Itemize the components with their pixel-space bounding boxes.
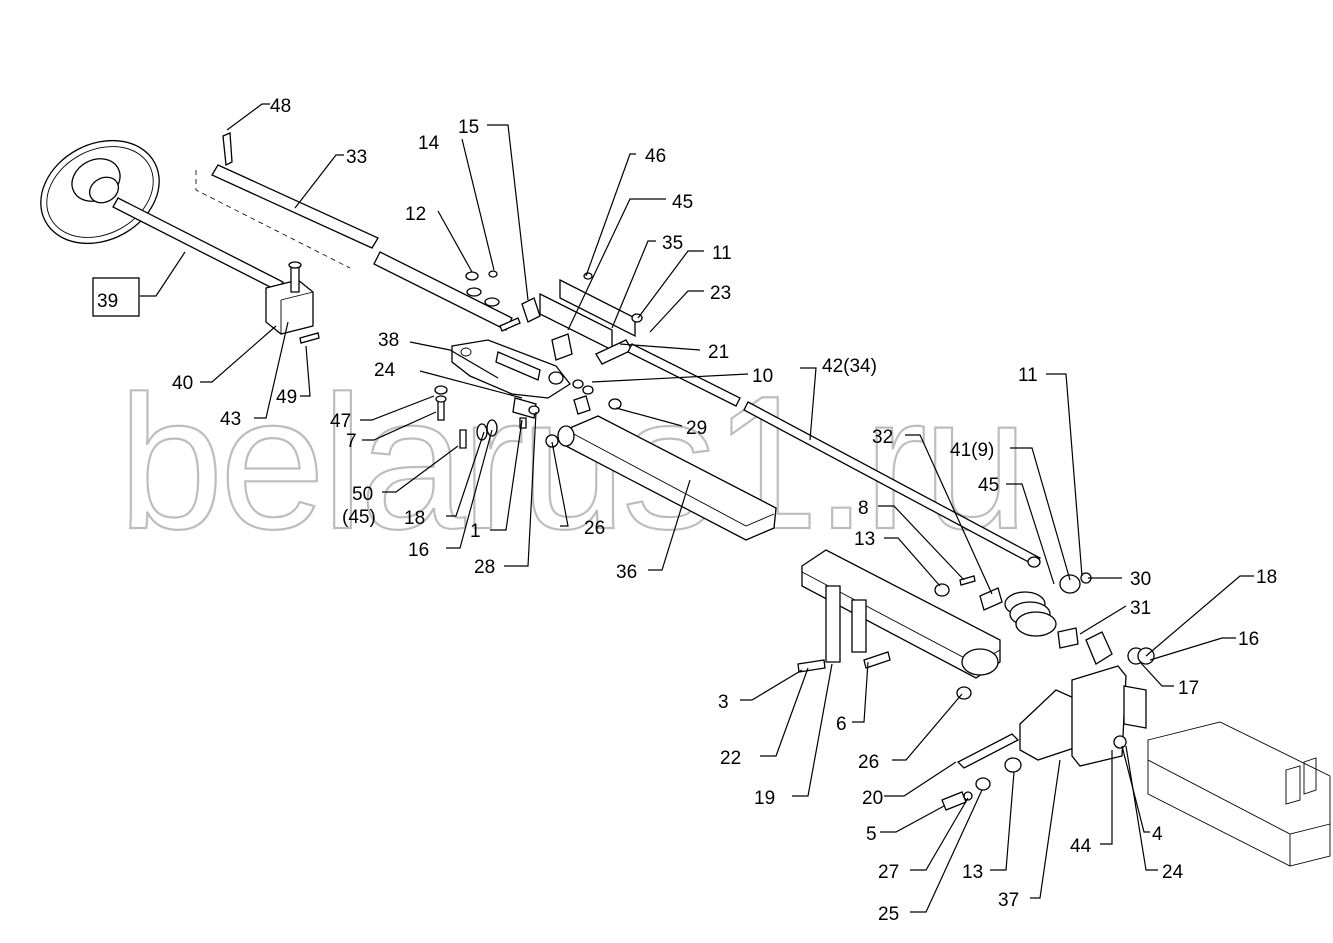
frame-assembly <box>797 549 1155 811</box>
label-44: 44 <box>1070 836 1092 857</box>
label-32: 32 <box>872 427 893 448</box>
label-43: 43 <box>220 409 241 430</box>
parts-drawing <box>40 132 1331 867</box>
label-26-lower: 26 <box>858 752 879 773</box>
label-16-right: 16 <box>1238 629 1259 650</box>
label-45-paren: (45) <box>342 507 376 528</box>
plates-35-45-46 <box>539 272 643 361</box>
right-frame <box>1147 721 1331 867</box>
label-50: 50 <box>352 484 373 505</box>
label-15: 15 <box>458 117 479 138</box>
label-10: 10 <box>752 366 773 387</box>
label-18-right: 18 <box>1256 567 1277 588</box>
label-16-left: 16 <box>408 540 429 561</box>
label-42-34: 42(34) <box>822 356 877 377</box>
label-37: 37 <box>998 890 1019 911</box>
label-23: 23 <box>710 283 731 304</box>
label-36: 36 <box>616 562 637 583</box>
label-27: 27 <box>878 862 899 883</box>
label-18-left: 18 <box>404 508 425 529</box>
label-39: 39 <box>97 291 118 312</box>
label-1: 1 <box>470 521 481 542</box>
label-20: 20 <box>862 788 883 809</box>
label-26-upper: 26 <box>584 518 605 539</box>
bracket-40 <box>265 261 320 344</box>
label-22: 22 <box>720 748 741 769</box>
label-45-right: 45 <box>978 475 999 496</box>
label-29: 29 <box>686 418 707 439</box>
fasteners-left <box>434 385 540 449</box>
watermark-text: belarus1.ru <box>118 357 1025 569</box>
label-41-9: 41(9) <box>950 440 994 461</box>
label-24-upper: 24 <box>374 360 396 381</box>
disc-assembly-39 <box>40 139 284 292</box>
label-13-lower: 13 <box>962 862 983 883</box>
label-4: 4 <box>1152 824 1163 845</box>
label-30: 30 <box>1130 569 1151 590</box>
label-49: 49 <box>276 387 297 408</box>
label-24-lower: 24 <box>1162 862 1184 883</box>
label-14: 14 <box>418 133 440 154</box>
label-21: 21 <box>708 342 729 363</box>
label-12: 12 <box>405 204 426 225</box>
label-35: 35 <box>662 233 683 254</box>
label-40: 40 <box>172 373 193 394</box>
label-48: 48 <box>270 96 291 117</box>
label-6: 6 <box>836 714 847 735</box>
fasteners-12-14-15 <box>465 270 541 332</box>
leader-lines <box>140 103 1254 913</box>
rod-42 <box>627 343 1041 568</box>
label-25: 25 <box>878 904 899 925</box>
label-33: 33 <box>346 147 367 168</box>
label-5: 5 <box>866 824 877 845</box>
label-11-upper: 11 <box>712 243 732 264</box>
pin-48 <box>222 132 233 167</box>
bar-33 <box>195 164 513 331</box>
label-31: 31 <box>1130 598 1151 619</box>
label-box-39 <box>92 277 140 317</box>
small-pieces-10-21-29 <box>572 339 633 415</box>
label-3: 3 <box>718 692 729 713</box>
label-13-upper: 13 <box>854 529 875 550</box>
label-17: 17 <box>1178 678 1199 699</box>
label-19: 19 <box>754 788 775 809</box>
label-45-upper: 45 <box>672 192 693 213</box>
label-38: 38 <box>378 330 399 351</box>
label-8: 8 <box>858 498 869 519</box>
label-11-lower: 11 <box>1018 365 1038 386</box>
label-46: 46 <box>645 146 666 167</box>
tube-36 <box>545 415 777 541</box>
label-47: 47 <box>330 411 351 432</box>
part-labels: 48 33 15 14 46 45 35 12 11 23 39 21 38 2… <box>97 96 1277 925</box>
label-7: 7 <box>346 431 357 452</box>
spring-assembly <box>934 572 1092 649</box>
label-28: 28 <box>474 557 495 578</box>
